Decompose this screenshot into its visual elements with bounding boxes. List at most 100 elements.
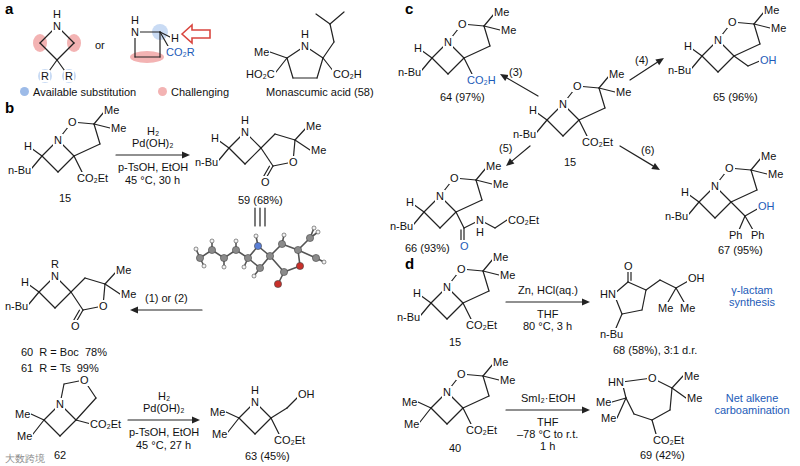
bond-line <box>616 314 622 328</box>
bond-line <box>646 280 660 290</box>
atom-label: or <box>94 39 106 51</box>
bond-line <box>731 190 757 202</box>
bond-line <box>463 408 471 424</box>
atom-label: H <box>170 32 180 44</box>
bond-line <box>432 58 448 74</box>
crystal-atom <box>196 254 203 261</box>
bond-line <box>159 32 160 57</box>
atom-label: O <box>456 368 467 380</box>
bond-line <box>447 408 463 424</box>
atom-label: O <box>724 162 735 174</box>
crystal-atom <box>278 240 285 247</box>
arrow-head <box>655 58 664 65</box>
bond-line <box>418 402 431 408</box>
bond-line <box>330 24 334 42</box>
note-text: Net alkene carboamination <box>709 392 795 416</box>
modified-group: CO₂H <box>466 74 497 86</box>
atom-label: O <box>98 300 109 312</box>
atom-label: O <box>647 372 658 384</box>
bond-line <box>57 43 74 60</box>
crystal-atom <box>208 246 215 253</box>
compound-label: Monascumic acid (58) <box>265 86 375 98</box>
reaction-condition: 1 h <box>539 440 556 452</box>
bond-line <box>599 88 605 108</box>
atom-label: Me <box>403 418 420 430</box>
crystal-atom <box>294 246 301 253</box>
reaction-arrow <box>506 301 582 302</box>
atom-label: N <box>443 36 453 48</box>
bond-line <box>317 58 323 78</box>
panel-letter: c <box>404 1 414 18</box>
atom-label: n-Bu <box>667 64 692 76</box>
atom-label: OH <box>297 388 316 400</box>
crystal-atom <box>252 274 256 278</box>
atom-label: HN <box>607 376 625 388</box>
bond-line <box>579 108 605 120</box>
equivalence-mark <box>259 208 260 226</box>
compound-label: 15 <box>448 336 462 348</box>
atom-label: O <box>288 156 299 168</box>
compound-label: 15 <box>58 192 72 204</box>
atom-label: O <box>727 16 738 28</box>
crystal-atom <box>282 233 286 237</box>
reaction-condition: 45 °C, 30 h <box>124 174 181 186</box>
bond-line <box>71 292 83 310</box>
bond-line <box>599 88 615 92</box>
bond-line <box>672 376 683 388</box>
reaction-condition: –78 °C to r.t. <box>516 428 579 440</box>
panel-letter: a <box>4 1 14 18</box>
bond-line <box>692 56 702 68</box>
atom-label: H <box>413 42 423 54</box>
bond-line <box>484 26 500 30</box>
bond-line <box>634 414 652 420</box>
atom-label: R <box>40 70 50 82</box>
crystal-atom <box>274 280 281 287</box>
atom-label: Me <box>615 86 632 98</box>
bond-line <box>44 420 60 436</box>
atom-label: N <box>130 26 140 38</box>
crystal-atom <box>232 246 239 253</box>
bond-line <box>547 120 563 136</box>
bond-line <box>626 398 634 414</box>
reaction-arrow <box>507 78 538 96</box>
atom-label: CO₂Et <box>652 434 685 446</box>
bond-line <box>422 58 432 70</box>
reaction-condition: H₂ <box>146 125 160 137</box>
atom-label: N <box>435 190 445 202</box>
bond-line <box>323 42 334 58</box>
bond-line <box>731 202 745 216</box>
bond-line <box>55 292 71 308</box>
bond-line <box>715 202 731 218</box>
crystal-atom <box>254 242 261 249</box>
arrow-head <box>651 163 660 170</box>
reaction-arrow <box>116 154 182 155</box>
atom-label: H <box>475 226 485 238</box>
available-mark <box>38 69 52 83</box>
bond-line <box>751 170 767 174</box>
bond-line <box>431 303 447 319</box>
bond-line <box>414 212 424 224</box>
crystal-atom <box>306 234 313 241</box>
bond-line <box>271 418 279 434</box>
bond-line <box>94 124 110 128</box>
atom-label: O <box>260 176 271 188</box>
atom-label: Me <box>492 251 509 263</box>
modified-group: CO₂R <box>165 46 196 58</box>
bond-line <box>276 58 287 72</box>
atom-label: N <box>710 180 720 192</box>
arrow-head <box>582 299 590 306</box>
reaction-condition: Pd(OH)₂ <box>131 137 175 149</box>
reaction-condition: Zn, HCl(aq.) <box>517 284 579 296</box>
bond-line <box>295 140 310 150</box>
bond-line <box>652 420 656 434</box>
atom-label: H <box>20 276 30 288</box>
bond-line <box>563 120 579 136</box>
bond-line <box>420 408 431 422</box>
bond-line <box>476 180 492 184</box>
bond-line <box>718 56 734 72</box>
atom-label: N <box>55 398 65 410</box>
bond-line <box>448 58 464 74</box>
bond-line <box>293 77 317 78</box>
bond-line <box>271 408 287 418</box>
atom-label: Me <box>657 302 674 314</box>
